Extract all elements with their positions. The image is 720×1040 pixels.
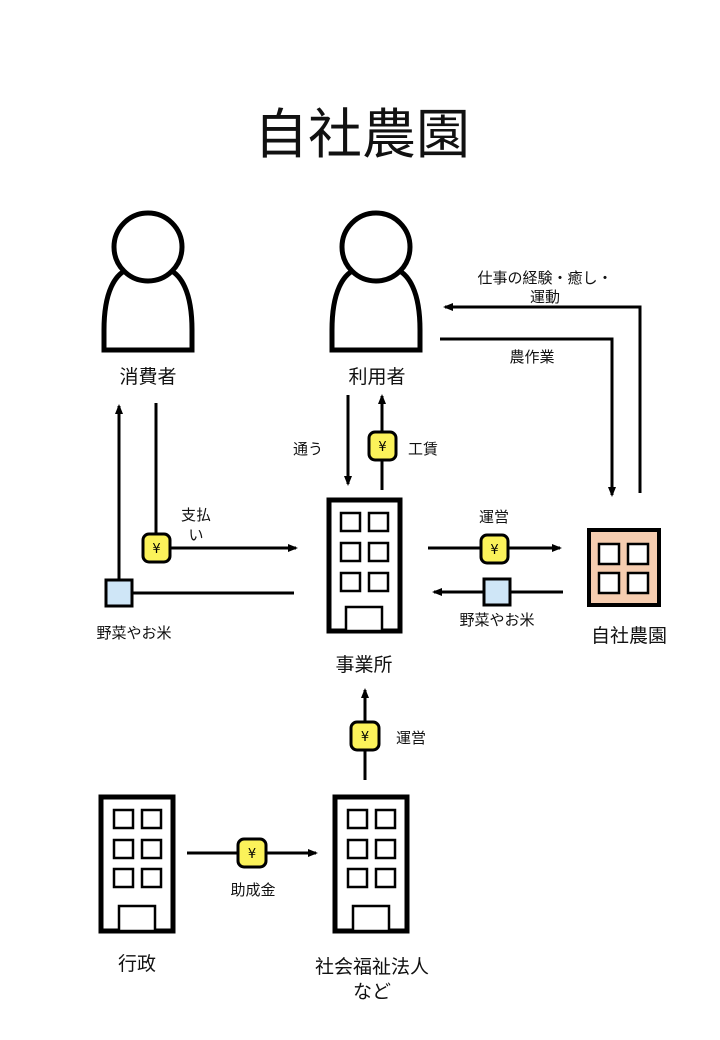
payment-label-line2: い xyxy=(188,526,203,544)
produce-to-consumer-arrow xyxy=(115,404,294,595)
svg-text:¥: ¥ xyxy=(378,440,386,455)
subsidy-label: 助成金 xyxy=(230,881,275,899)
wages-label: 工賃 xyxy=(408,440,438,458)
office-label: 事業所 xyxy=(335,654,392,676)
svg-text:¥: ¥ xyxy=(248,847,256,862)
welfare-building-icon xyxy=(332,794,410,934)
consumer-person-icon xyxy=(101,210,195,353)
operation-office-yen-icon: ¥ xyxy=(349,720,381,752)
subsidy-yen-icon: ¥ xyxy=(236,837,268,869)
welfare-label-line2: など xyxy=(353,981,391,1003)
wages-yen-icon: ¥ xyxy=(367,430,398,462)
payment-arrow xyxy=(154,403,298,552)
farm-work-label: 農作業 xyxy=(509,348,554,366)
svg-text:¥: ¥ xyxy=(361,730,369,745)
diagram-title: 自社農園 xyxy=(254,103,470,166)
user-person-icon xyxy=(329,210,423,353)
farm-label: 自社農園 xyxy=(591,625,667,647)
payment-yen-icon: ¥ xyxy=(141,532,172,564)
government-building-icon xyxy=(98,794,176,934)
operation-office-label: 運営 xyxy=(396,729,426,747)
consumer-label: 消費者 xyxy=(119,366,176,388)
produce-right-label: 野菜やお米 xyxy=(459,611,534,629)
produce-right-box-icon xyxy=(482,577,512,607)
government-label: 行政 xyxy=(118,953,156,975)
svg-text:¥: ¥ xyxy=(152,542,160,557)
produce-left-box-icon xyxy=(104,578,134,608)
produce-left-label: 野菜やお米 xyxy=(96,624,171,642)
operation-farm-yen-icon: ¥ xyxy=(479,533,510,565)
welfare-label-line1: 社会福祉法人 xyxy=(315,956,429,978)
farm-work-arrow xyxy=(440,337,616,497)
operation-farm-label: 運営 xyxy=(479,508,509,526)
experience-label-line1: 仕事の経験・癒し・ xyxy=(477,269,612,287)
commute-label: 通う xyxy=(293,440,323,458)
office-building-icon xyxy=(326,497,403,634)
user-label: 利用者 xyxy=(348,366,405,388)
svg-text:¥: ¥ xyxy=(490,543,498,558)
experience-arrow xyxy=(443,303,642,493)
payment-label-line1: 支払 xyxy=(181,506,211,524)
farm-building-icon xyxy=(587,528,661,607)
experience-label-line2: 運動 xyxy=(530,288,560,306)
